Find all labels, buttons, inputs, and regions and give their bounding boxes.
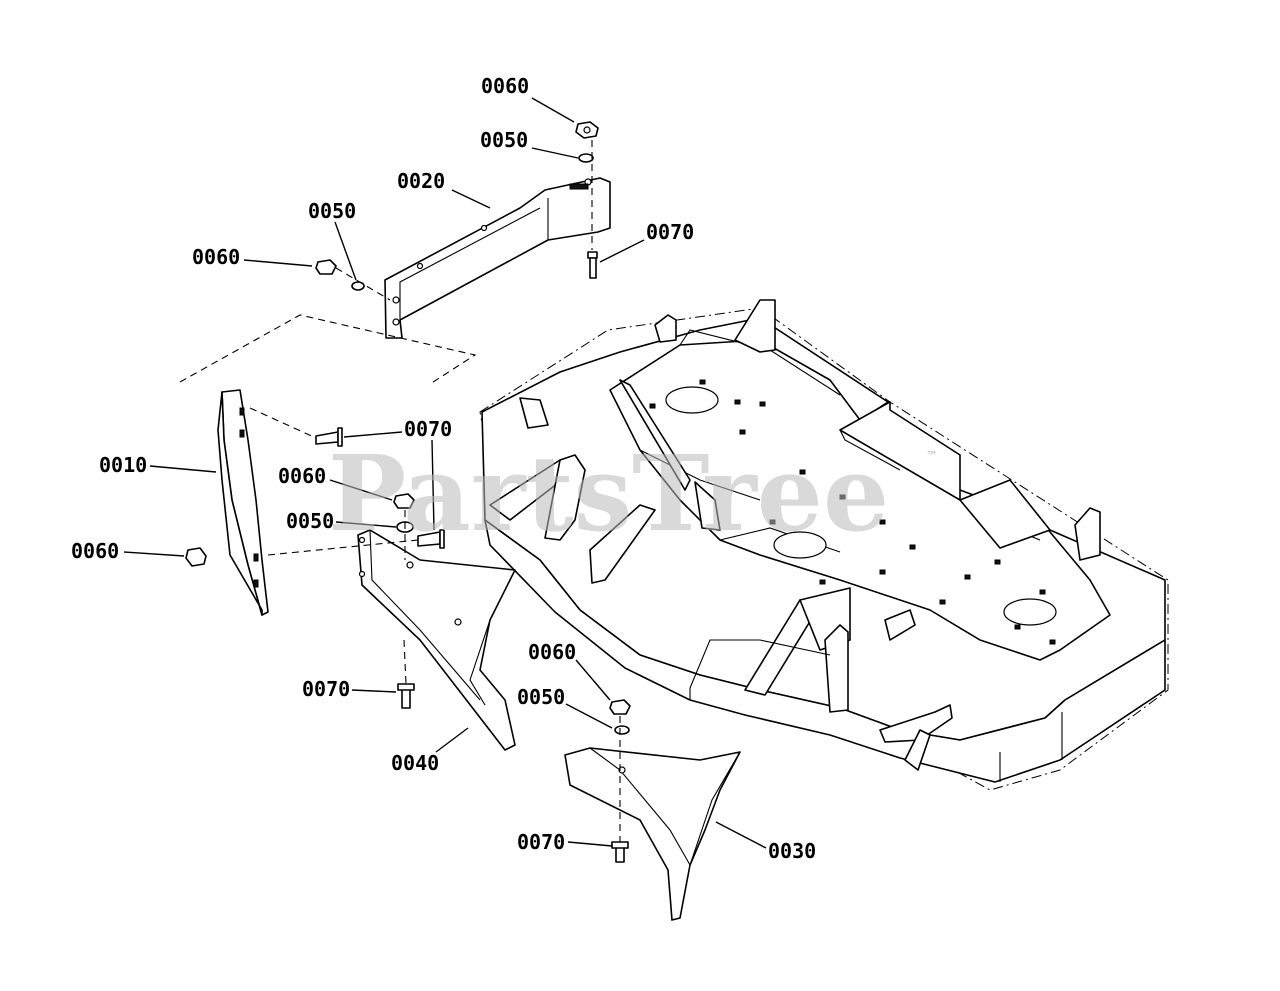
callout-0060: 0060 [481,74,529,98]
callout-0070: 0070 [302,677,350,701]
callout-0070: 0070 [646,220,694,244]
leader-lines [123,97,767,849]
callout-0050: 0050 [286,509,334,533]
callout-0060: 0060 [192,245,240,269]
part-0020-baffle-bracket [384,177,611,339]
watermark-text: PartsTree [328,432,889,555]
callout-0060: 0060 [278,464,326,488]
hardware-fasteners [185,121,631,863]
phantom-outline [179,314,477,385]
callout-0040: 0040 [391,751,439,775]
callout-0020: 0020 [397,169,445,193]
watermark-trademark: ™ [926,449,938,463]
callout-0050: 0050 [517,685,565,709]
part-0030-rear-baffle [564,747,741,921]
part-0010-side-baffle [217,389,269,616]
part-0040-discharge-baffle [357,529,516,751]
callout-0010: 0010 [99,453,147,477]
callout-labels: 0060 0050 0020 0070 0050 0060 0070 0010 … [71,74,816,863]
mower-deck-housing [479,299,1169,791]
callout-0030: 0030 [768,839,816,863]
deck-mounting-holes [649,379,1056,645]
callout-0050: 0050 [308,199,356,223]
callout-0060: 0060 [71,539,119,563]
callout-0070: 0070 [404,417,452,441]
callout-0060: 0060 [528,640,576,664]
callout-0050: 0050 [480,128,528,152]
callout-0070: 0070 [517,830,565,854]
